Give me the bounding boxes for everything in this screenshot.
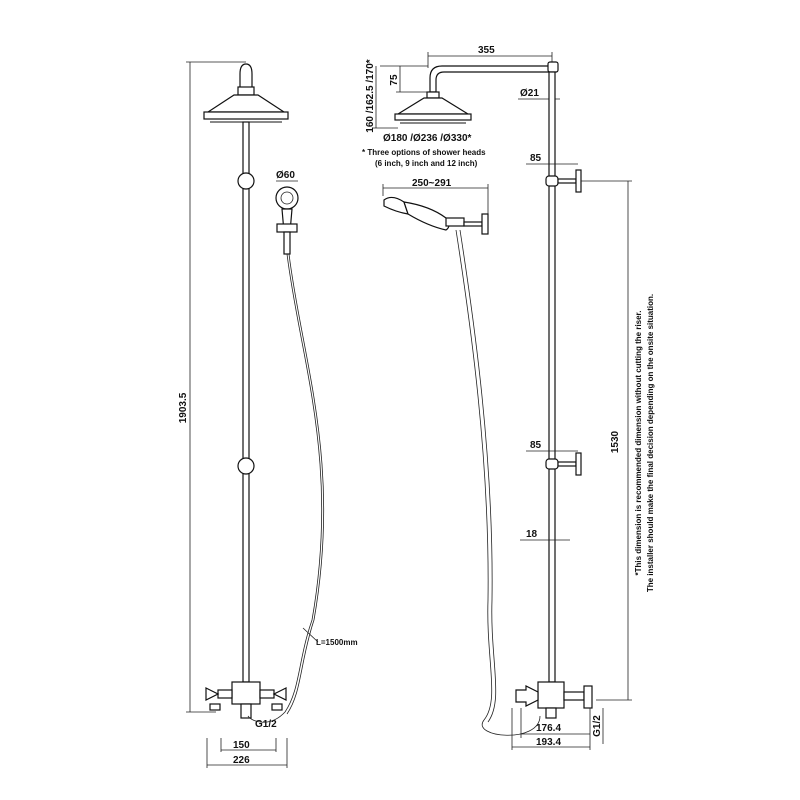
shower-heads-note-2: (6 inch, 9 inch and 12 inch) — [375, 159, 478, 168]
side-handset-handle — [403, 201, 450, 231]
handset-reach-label: 250~291 — [412, 178, 452, 189]
front-handset-face — [280, 191, 294, 205]
side-bracket-lower-arm — [557, 461, 577, 467]
side-arm-elbow — [547, 61, 559, 73]
front-inlet-left — [209, 703, 221, 711]
front-valve-left-arm — [217, 689, 233, 699]
front-cross-handle-left — [205, 687, 220, 701]
head-diameter-label: Ø180 /Ø236 /Ø330* — [383, 133, 472, 144]
front-thread-label: G1/2 — [255, 719, 277, 730]
inlet-centres-label: 150 — [233, 740, 250, 751]
front-head-nut — [237, 86, 255, 96]
front-shower-head-rose — [203, 111, 289, 120]
head-height-label: 160 /162.5 /170* — [365, 59, 376, 133]
side-bracket-upper-clamp — [545, 175, 559, 187]
shower-heads-note-1: * Three options of shower heads — [362, 148, 486, 157]
side-hose — [455, 229, 541, 736]
riser-note-2: The installer should make the final deci… — [646, 294, 655, 592]
bracket-upper-label: 85 — [530, 153, 542, 164]
front-bracket-lower — [237, 457, 255, 475]
front-handset-holder — [276, 223, 298, 233]
front-hose-outline — [286, 253, 325, 715]
side-valve-body — [537, 681, 565, 709]
side-bracket-upper-plate — [575, 169, 582, 193]
side-shower-head-dome — [395, 97, 471, 115]
side-view-riser: Ø21 85 85 18 1530 *This dimension is rec… — [511, 71, 655, 750]
handset-diameter-label: Ø60 — [276, 170, 295, 181]
valve-depth-2-label: 193.4 — [536, 737, 561, 748]
head-arm-label: 355 — [478, 45, 495, 56]
side-riser — [548, 71, 556, 683]
hose-length-label: L=1500mm — [316, 638, 358, 647]
side-thread-label: G1/2 — [592, 715, 603, 737]
front-valve-outlet — [240, 703, 252, 719]
side-valve-wall-plate — [583, 685, 593, 709]
head-drop-label: 75 — [389, 74, 400, 86]
valve-depth-1-label: 176.4 — [536, 723, 561, 734]
front-bracket-upper — [237, 172, 255, 190]
valve-width-label: 226 — [233, 755, 250, 766]
total-height-label: 1903.5 — [178, 392, 189, 423]
side-valve-handle — [515, 685, 539, 707]
riser-note-1: *This dimension is recommended dimension… — [634, 311, 643, 576]
front-cross-handle-right — [272, 687, 287, 701]
hose-leader — [302, 627, 319, 643]
side-handset-wall-plate — [481, 213, 489, 235]
front-hose — [247, 253, 323, 723]
front-handset-head — [275, 186, 299, 210]
side-shower-head-rose — [394, 113, 472, 121]
front-inlet-right — [271, 703, 283, 711]
front-shower-head-dome — [205, 94, 287, 113]
front-riser — [242, 121, 250, 683]
front-valve-body — [231, 681, 261, 705]
front-valve-right-arm — [259, 689, 275, 699]
wall-gap-label: 18 — [526, 529, 538, 540]
side-handset-head — [383, 196, 409, 215]
front-head-arm — [239, 63, 253, 88]
side-bracket-lower-plate — [575, 452, 582, 476]
side-handset-holder-arm — [463, 221, 483, 227]
side-valve-outlet — [545, 707, 557, 719]
riser-diameter-label: Ø21 — [520, 88, 539, 99]
side-head-nut — [426, 91, 440, 99]
front-view: 1903.5 G1/2 150 226 Ø60 — [178, 61, 358, 768]
front-hose-nut — [283, 231, 291, 255]
side-bracket-upper-arm — [557, 178, 577, 184]
side-handset-cone — [445, 217, 465, 227]
bracket-lower-label: 85 — [530, 440, 542, 451]
side-valve-inlet-arm — [563, 691, 585, 701]
side-view-top: 355 75 160 /162.5 /170* Ø180 /Ø236 /Ø330… — [362, 45, 559, 736]
riser-span-label: 1530 — [610, 430, 621, 453]
side-hose-outline — [459, 229, 497, 723]
side-bracket-lower-clamp — [545, 458, 559, 470]
